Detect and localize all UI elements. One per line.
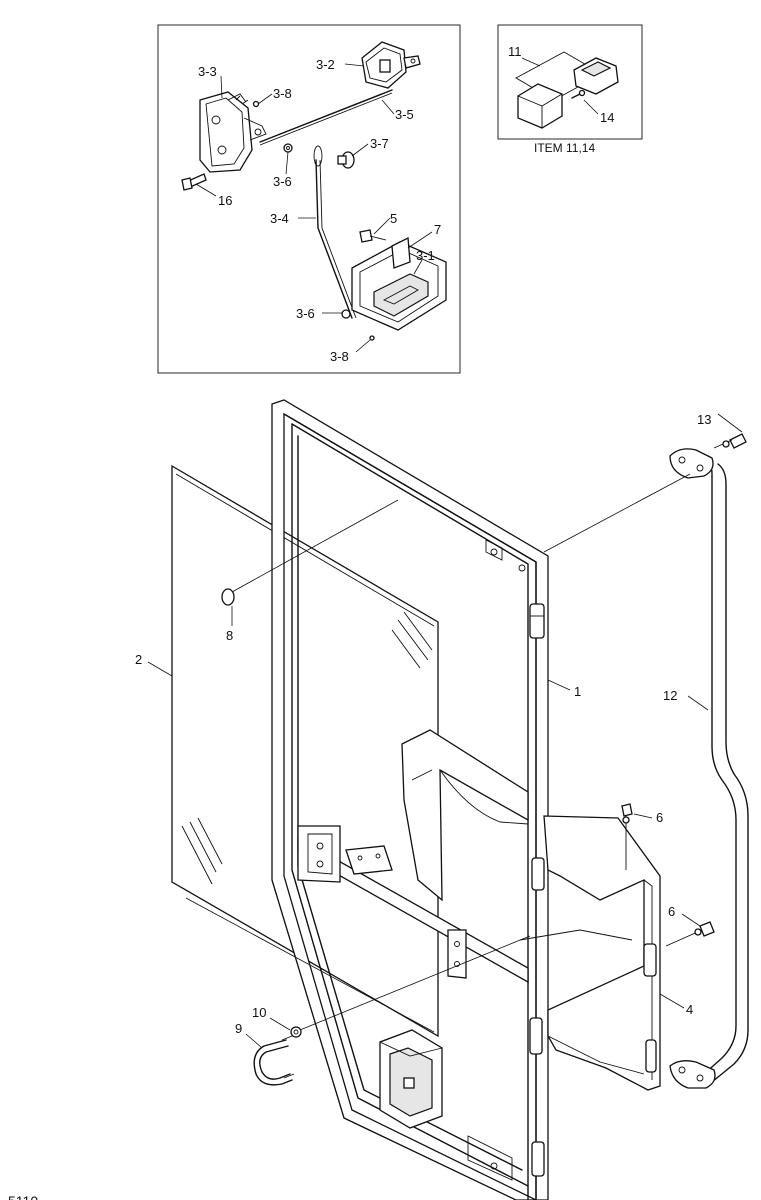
callout-3-2: 3-2	[316, 57, 335, 72]
handrail	[669, 448, 749, 1089]
cross-bar	[297, 825, 529, 984]
nut-10	[290, 1026, 302, 1038]
handrail-mount-bottom	[669, 1060, 716, 1089]
callout-3-8-bottom: 3-8	[330, 349, 349, 364]
inset-latch-frame	[157, 24, 461, 374]
bottom-rail	[467, 1135, 513, 1181]
inset-items-frame	[497, 24, 643, 140]
washer-lower	[369, 335, 375, 341]
callout-7: 7	[434, 222, 441, 237]
callout-14: 14	[600, 110, 614, 125]
rod-upper	[259, 89, 393, 143]
bolt-6-side	[665, 921, 715, 947]
door-latch	[199, 91, 267, 173]
callout-12: 12	[663, 688, 677, 703]
callout-3-7: 3-7	[370, 136, 389, 151]
callout-13: 13	[697, 412, 711, 427]
hinge-lower	[529, 1017, 543, 1055]
handrail-mount-top	[669, 448, 714, 479]
inner-panel	[401, 729, 529, 902]
callout-6-side: 6	[668, 904, 675, 919]
callout-3-6-top: 3-6	[273, 174, 292, 189]
callout-3-4: 3-4	[270, 211, 289, 226]
callout-3-3: 3-3	[198, 64, 217, 79]
plug-8	[221, 588, 235, 606]
callout-3-1: 3-1	[416, 248, 435, 263]
callout-3-8-top: 3-8	[273, 86, 292, 101]
washer-upper	[252, 100, 260, 108]
pin-lower	[341, 309, 351, 319]
hinge-middle	[531, 857, 545, 891]
inset-latch-assembly: 3-3 3-2 3-8 3-5 3-7 3-6 16 3-4 5 7 3-1 3…	[157, 24, 461, 374]
main-door-assembly: 13 8 2 1 12 6 6 4 10 9	[135, 399, 749, 1200]
callout-5: 5	[390, 211, 397, 226]
u-bolt	[253, 1035, 295, 1086]
bottom-box	[379, 1029, 443, 1129]
lock-cylinder	[361, 41, 421, 89]
door-handle	[351, 236, 447, 331]
callout-16: 16	[218, 193, 232, 208]
callout-3-6-bottom: 3-6	[296, 306, 315, 321]
bolt-5	[359, 229, 387, 243]
callout-8: 8	[226, 628, 233, 643]
hinge-top	[529, 603, 545, 639]
drawing-code: 5110	[8, 1193, 38, 1200]
bracket-cap	[573, 57, 619, 95]
hinge-bottom	[531, 1141, 545, 1177]
callout-10: 10	[252, 1005, 266, 1020]
door-frame	[271, 399, 549, 1200]
callout-9: 9	[235, 1021, 242, 1036]
bushing	[337, 151, 355, 169]
leaders-main	[147, 413, 743, 1049]
inset-caption: ITEM 11,14	[534, 141, 595, 155]
callout-6-top: 6	[656, 810, 663, 825]
duct-cover	[519, 815, 661, 1091]
rod-lower	[315, 159, 353, 319]
callout-3-5: 3-5	[395, 107, 414, 122]
bolt-6-top	[621, 803, 633, 870]
bolt-16	[181, 173, 207, 191]
inset-items-11-14: 11 14 ITEM 11,14	[497, 24, 643, 155]
rod-clip-upper	[283, 143, 293, 153]
leaders-inset-1	[195, 63, 433, 353]
callout-4: 4	[686, 1002, 693, 1017]
callout-2: 2	[135, 652, 142, 667]
bracket-block	[517, 83, 563, 129]
callout-1: 1	[574, 684, 581, 699]
callout-11: 11	[508, 44, 522, 59]
bolt-13	[713, 433, 747, 449]
